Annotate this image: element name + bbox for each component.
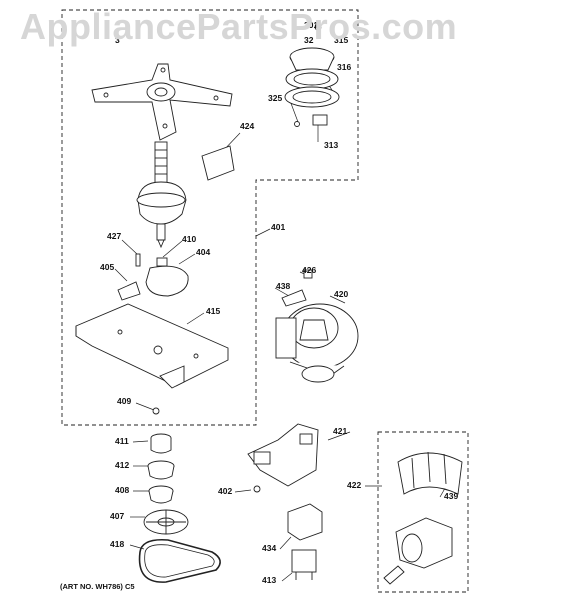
callout-405: 405 — [100, 262, 114, 272]
callout-420: 420 — [334, 289, 348, 299]
callout-301: 301 — [304, 20, 318, 30]
pulley-stack — [143, 433, 189, 535]
callout-418: 418 — [110, 539, 124, 549]
callout-316: 316 — [337, 62, 351, 72]
pump-assembly-boundary — [377, 431, 469, 593]
art-number: (ART NO. WH786) C5 — [60, 582, 135, 591]
callout-313: 313 — [324, 140, 338, 150]
callout-413: 413 — [262, 575, 276, 585]
callout-3: 3 — [115, 35, 120, 45]
bracket-assembly — [247, 423, 319, 493]
callout-412: 412 — [115, 460, 129, 470]
callout-410: 410 — [182, 234, 196, 244]
callout-426: 426 — [302, 265, 316, 275]
callout-407: 407 — [110, 511, 124, 521]
callout-404: 404 — [196, 247, 210, 257]
callout-325: 325 — [268, 93, 282, 103]
callout-427: 427 — [107, 231, 121, 241]
pump-assembly — [383, 451, 463, 585]
callout-402: 402 — [218, 486, 232, 496]
small-parts — [117, 145, 313, 415]
drive-belt — [138, 538, 221, 583]
transmission-assembly — [136, 141, 187, 249]
callout-409: 409 — [117, 396, 131, 406]
callout-408: 408 — [115, 485, 129, 495]
callout-401: 401 — [271, 222, 285, 232]
group-boundaries — [61, 9, 469, 593]
callout-439: 439 — [444, 491, 458, 501]
upper-assembly-boundary — [61, 9, 359, 426]
callout-32: 32 — [304, 35, 314, 45]
callout-labels: 301 32 315 316 325 313 3 424 401 427 410… — [100, 20, 458, 585]
callout-438: 438 — [276, 281, 290, 291]
callout-422: 422 — [347, 480, 361, 490]
mounting-plate — [75, 303, 229, 389]
callout-424: 424 — [240, 121, 254, 131]
watermark: AppliancePartsPros.com — [20, 6, 458, 47]
motor-assembly — [275, 303, 359, 383]
leader-lines — [114, 71, 453, 582]
callout-421: 421 — [333, 426, 347, 436]
switch-parts — [287, 503, 323, 580]
callout-434: 434 — [262, 543, 276, 553]
spider-drive-hub — [91, 63, 233, 141]
callout-411: 411 — [115, 436, 129, 446]
coupling-parts — [284, 23, 340, 127]
callout-415: 415 — [206, 306, 220, 316]
callout-315: 315 — [334, 35, 348, 45]
